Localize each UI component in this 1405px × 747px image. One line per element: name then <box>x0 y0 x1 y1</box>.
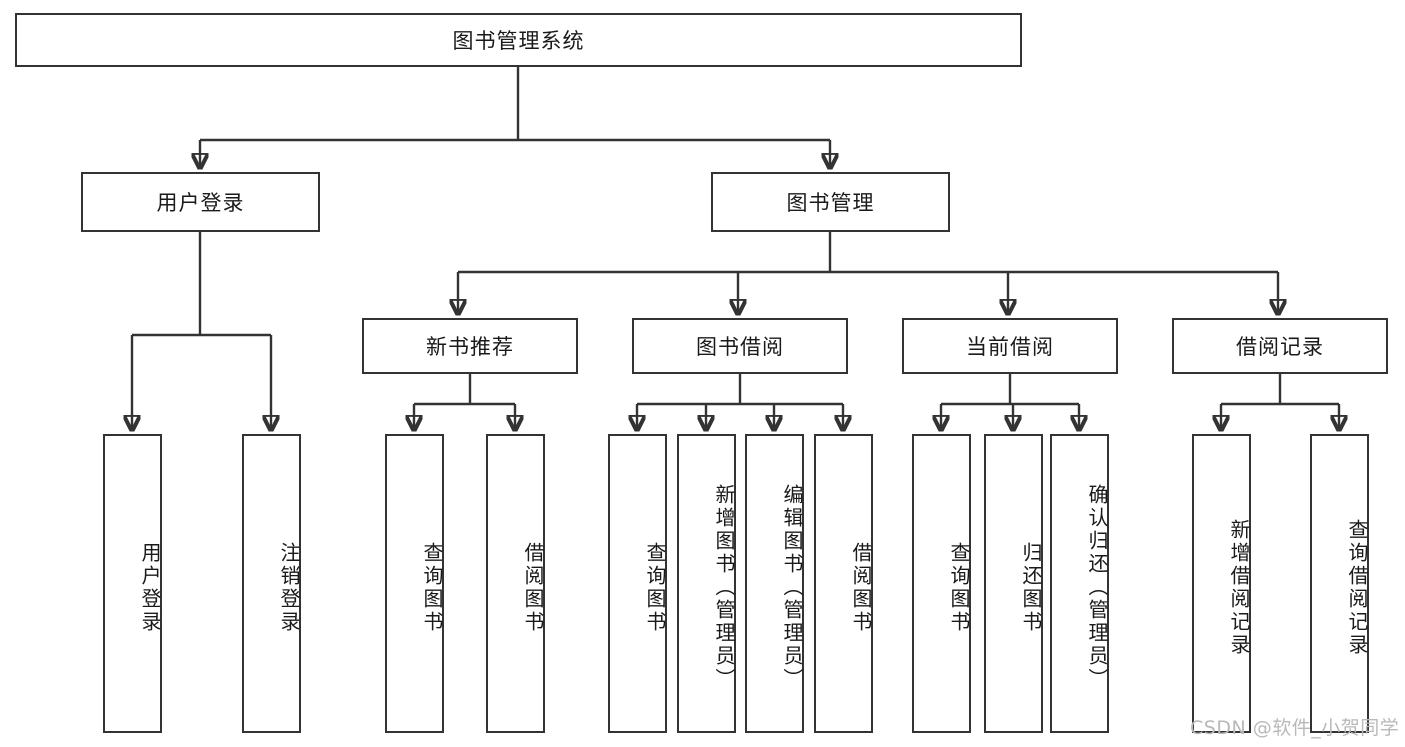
node-label: 借阅图书 <box>849 541 873 634</box>
leaf-borrow-book-recommend[interactable]: 借阅图书 <box>486 434 545 733</box>
node-book-manage[interactable]: 图书管理 <box>711 172 950 232</box>
csdn-watermark: CSDN @软件_小贺同学 <box>1190 717 1400 739</box>
node-label: 图书借阅 <box>696 335 784 359</box>
node-label: 新增借阅记录 <box>1227 518 1251 657</box>
leaf-add-book-admin[interactable]: 新增图书（管理员） <box>677 434 736 733</box>
node-root-system[interactable]: 图书管理系统 <box>15 13 1022 67</box>
node-label: 编辑图书（管理员） <box>780 484 804 691</box>
node-label: 查询图书 <box>947 541 971 634</box>
node-label: 用户登录 <box>138 541 162 634</box>
leaf-add-borrow-record[interactable]: 新增借阅记录 <box>1192 434 1251 733</box>
leaf-query-book-borrow[interactable]: 查询图书 <box>608 434 667 733</box>
leaf-return-book[interactable]: 归还图书 <box>984 434 1043 733</box>
node-label: 图书管理 <box>786 191 875 215</box>
leaf-edit-book-admin[interactable]: 编辑图书（管理员） <box>745 434 804 733</box>
node-label: 归还图书 <box>1019 541 1043 634</box>
node-label: 注销登录 <box>277 541 301 634</box>
leaf-confirm-return-admin[interactable]: 确认归还（管理员） <box>1050 434 1109 733</box>
node-label: 图书管理系统 <box>452 29 585 53</box>
node-label: 用户登录 <box>156 191 245 215</box>
node-label: 查询图书 <box>420 541 444 634</box>
node-label: 借阅图书 <box>521 541 545 634</box>
node-label: 查询图书 <box>643 541 667 634</box>
node-label: 借阅记录 <box>1236 335 1324 359</box>
node-new-book-recommend[interactable]: 新书推荐 <box>362 318 578 374</box>
node-user-login[interactable]: 用户登录 <box>81 172 320 232</box>
leaf-query-book-recommend[interactable]: 查询图书 <box>385 434 444 733</box>
node-label: 新增图书（管理员） <box>712 484 736 691</box>
node-label: 确认归还（管理员） <box>1085 484 1109 691</box>
leaf-logout[interactable]: 注销登录 <box>242 434 301 733</box>
leaf-borrow-book[interactable]: 借阅图书 <box>814 434 873 733</box>
leaf-user-login[interactable]: 用户登录 <box>103 434 162 733</box>
node-book-borrow[interactable]: 图书借阅 <box>632 318 848 374</box>
node-borrow-record[interactable]: 借阅记录 <box>1172 318 1388 374</box>
node-label: 新书推荐 <box>426 335 514 359</box>
leaf-query-borrow-record[interactable]: 查询借阅记录 <box>1310 434 1369 733</box>
node-label: 当前借阅 <box>966 335 1054 359</box>
node-current-borrow[interactable]: 当前借阅 <box>902 318 1118 374</box>
leaf-query-book-current[interactable]: 查询图书 <box>912 434 971 733</box>
node-label: 查询借阅记录 <box>1345 518 1369 657</box>
